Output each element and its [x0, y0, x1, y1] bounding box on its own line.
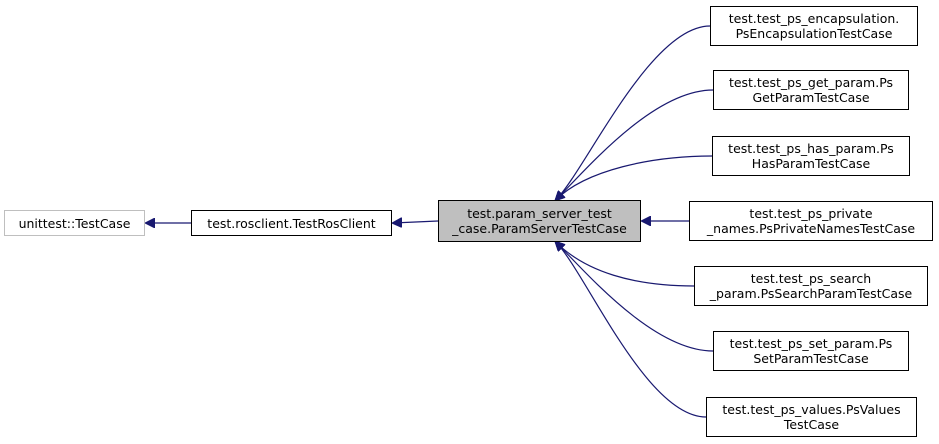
node-label-line: _case.ParamServerTestCase [452, 221, 627, 236]
inheritance-edge [556, 25, 711, 200]
node-label-line: HasParamTestCase [751, 156, 871, 171]
node-label-line: _param.PsSearchParamTestCase [709, 286, 913, 301]
inheritance-edge [556, 242, 707, 418]
node-label-line: test.test_ps_get_param.Ps [728, 75, 894, 90]
paramservertestcase-node[interactable]: test.param_server_test _case.ParamServer… [438, 200, 641, 242]
inheritance-edge [556, 242, 695, 287]
inheritance-edge [393, 221, 439, 223]
node-label-line: test.rosclient.TestRosClient [207, 215, 376, 231]
encapsulation-node[interactable]: test.test_ps_encapsulation. PsEncapsulat… [710, 6, 918, 46]
node-label-line: test.param_server_test [467, 206, 612, 221]
node-label-line: test.test_ps_set_param.Ps [729, 336, 893, 351]
node-label-line: test.test_ps_search [750, 271, 872, 286]
values-node[interactable]: test.test_ps_values.PsValues TestCase [706, 397, 917, 437]
inheritance-edge [556, 242, 714, 352]
has-param-node[interactable]: test.test_ps_has_param.Ps HasParamTestCa… [712, 136, 910, 176]
search-param-node[interactable]: test.test_ps_search _param.PsSearchParam… [694, 266, 928, 306]
node-label-line: SetParamTestCase [753, 351, 869, 366]
node-label-line: test.test_ps_encapsulation. [728, 11, 900, 26]
set-param-node[interactable]: test.test_ps_set_param.Ps SetParamTestCa… [713, 331, 909, 371]
node-label-line: test.test_ps_has_param.Ps [728, 141, 894, 156]
unittest-testcase-node[interactable]: unittest::TestCase [4, 210, 145, 236]
private-names-node[interactable]: test.test_ps_private _names.PsPrivateNam… [689, 201, 933, 241]
node-label-line: TestCase [783, 417, 840, 432]
node-label-line: test.test_ps_private [749, 206, 873, 221]
node-label-line: GetParamTestCase [752, 90, 870, 105]
node-label-line: unittest::TestCase [18, 215, 131, 231]
node-label-line: _names.PsPrivateNamesTestCase [706, 221, 916, 236]
get-param-node[interactable]: test.test_ps_get_param.Ps GetParamTestCa… [713, 70, 909, 110]
testrosclient-node[interactable]: test.rosclient.TestRosClient [191, 210, 392, 236]
node-label-line: PsEncapsulationTestCase [735, 26, 893, 41]
inheritance-edge [556, 89, 714, 200]
inheritance-edge [556, 155, 713, 200]
node-label-line: test.test_ps_values.PsValues [722, 402, 901, 417]
